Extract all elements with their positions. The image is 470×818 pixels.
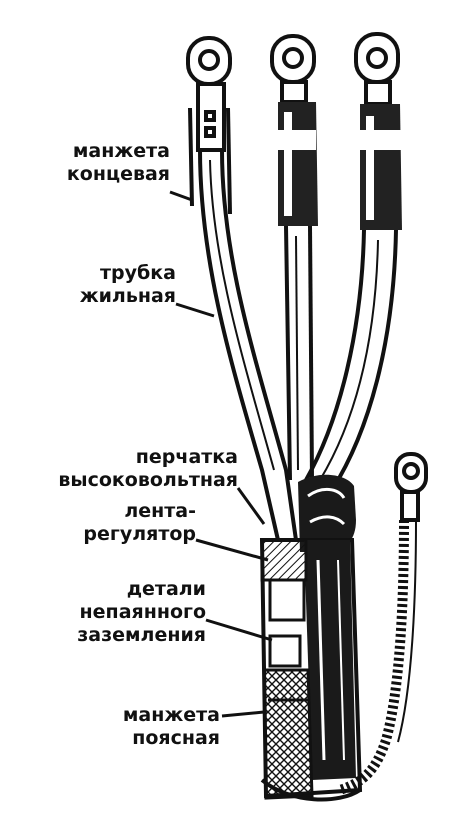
label-grounding-parts-line1: детали	[126, 578, 206, 600]
label-regulator-tape: лента- регулятор	[40, 500, 196, 546]
lug-right	[354, 32, 400, 106]
label-core-tube-line2: жильная	[79, 285, 176, 307]
label-regulator-tape-line2: регулятор	[83, 523, 196, 545]
label-grounding-parts: детали непаянного заземления	[30, 578, 206, 647]
label-core-tube-line1: трубка	[100, 262, 176, 284]
ground-wire	[338, 519, 409, 795]
label-end-cuff-line1: манжета	[72, 140, 170, 162]
leader-lines	[169, 190, 273, 718]
lug-left	[186, 36, 232, 152]
ground-lug	[394, 452, 428, 522]
label-belt-cuff-line2: поясная	[132, 727, 220, 749]
label-belt-cuff: манжета поясная	[50, 704, 220, 750]
grounding-parts	[268, 578, 306, 622]
belt-cuff	[262, 668, 314, 800]
label-core-tube: трубка жильная	[30, 262, 176, 308]
label-hv-glove-line2: высоковольтная	[58, 469, 238, 491]
label-grounding-parts-line2: непаянного	[79, 601, 206, 623]
core-middle	[284, 225, 314, 481]
label-regulator-tape-line1: лента-	[124, 500, 196, 522]
core-right	[304, 229, 398, 492]
core-left	[198, 149, 298, 541]
regulator-tape	[260, 538, 308, 582]
label-belt-cuff-line1: манжета	[122, 704, 220, 726]
label-hv-glove-line1: перчатка	[135, 446, 238, 468]
label-end-cuff: манжета концевая	[30, 140, 170, 186]
lug-middle	[270, 34, 316, 104]
label-grounding-parts-line3: заземления	[77, 624, 206, 646]
label-hv-glove: перчатка высоковольтная	[10, 446, 238, 492]
label-end-cuff-line2: концевая	[66, 163, 170, 185]
